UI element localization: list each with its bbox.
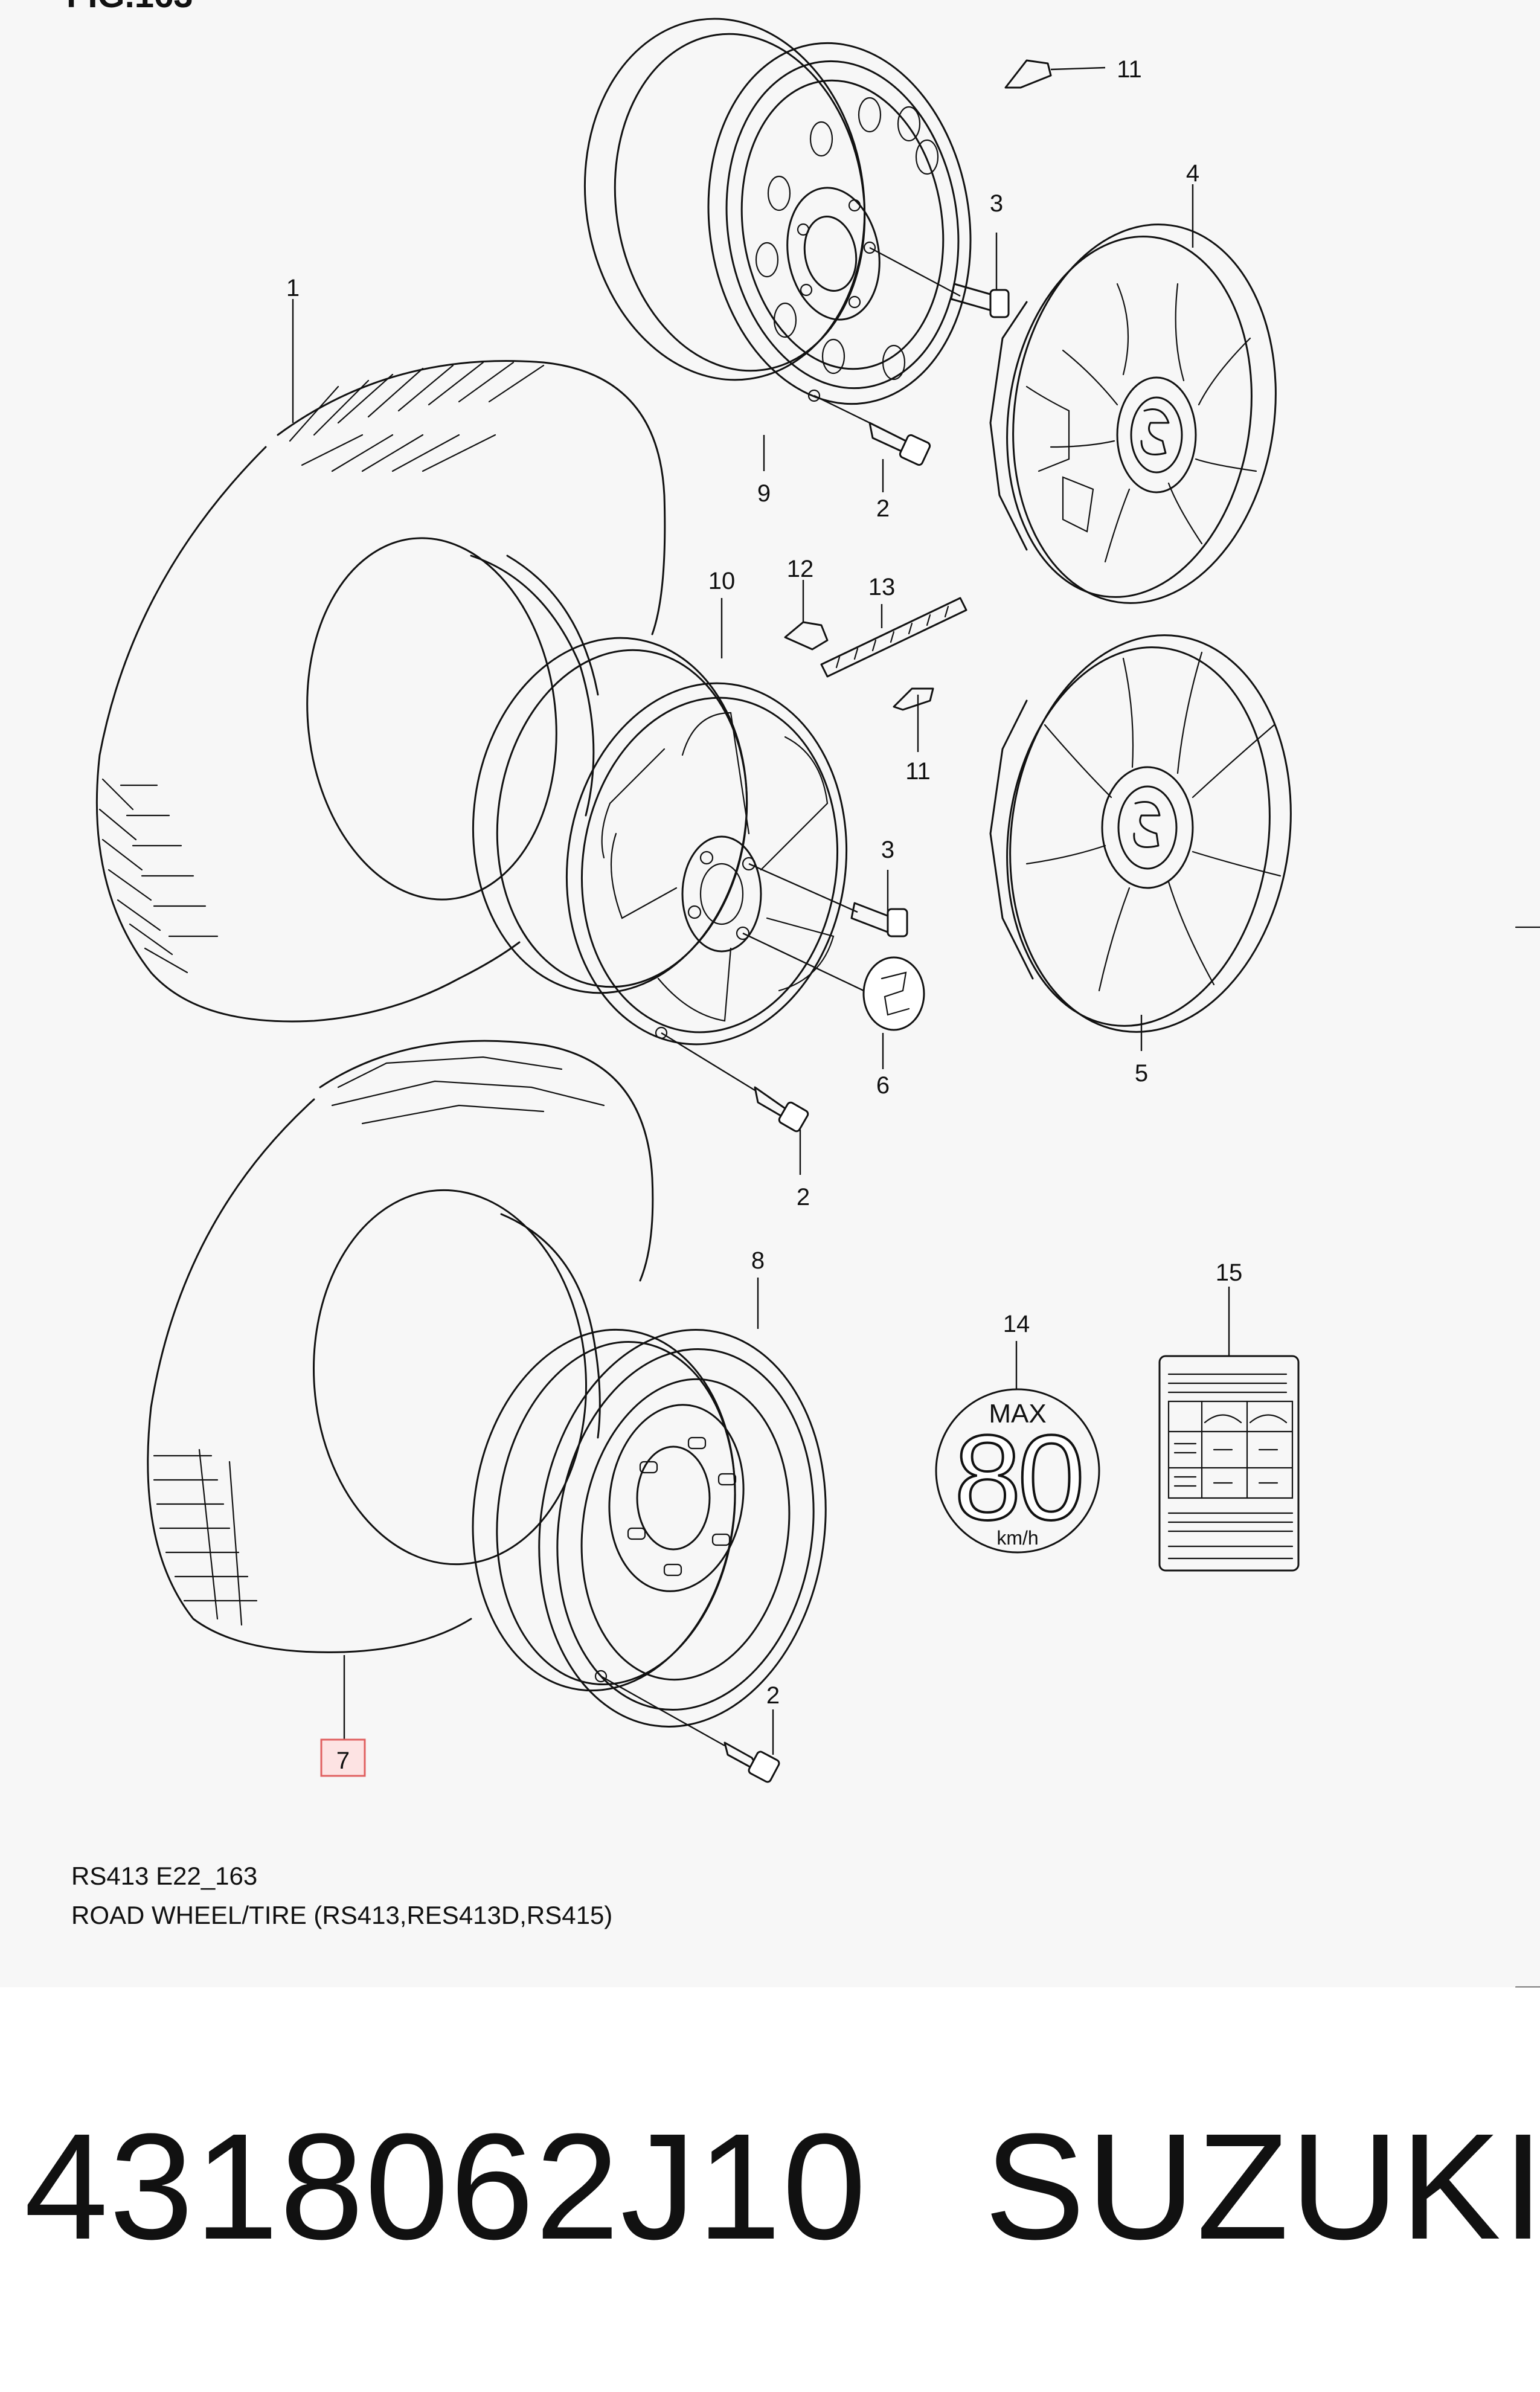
callout-2-top: 2 xyxy=(876,495,890,522)
wheel-cover-upper-illustration xyxy=(989,223,1277,604)
callout-5: 5 xyxy=(1135,1060,1148,1087)
alloy-wheel-illustration xyxy=(472,637,848,1046)
callout-3-top: 3 xyxy=(990,190,1003,217)
callout-2-bottom: 2 xyxy=(766,1682,780,1709)
callout-8: 8 xyxy=(751,1247,765,1274)
callout-7-highlight[interactable] xyxy=(320,1738,366,1777)
speed-label-value: 80 xyxy=(954,1410,1081,1545)
wheel-cover-lower-illustration xyxy=(989,634,1292,1033)
speed-limit-label: MAX 80 km/h xyxy=(935,1388,1100,1554)
diagram-sheet: FIG.163 xyxy=(66,0,1540,1987)
tire-upper-illustration xyxy=(95,360,666,1023)
callout-15: 15 xyxy=(1216,1259,1243,1286)
callout-9: 9 xyxy=(757,480,771,507)
balance-weight-clip-illustration xyxy=(1004,59,1052,89)
callout-1: 1 xyxy=(286,275,300,301)
exploded-parts-diagram: FIG.163 xyxy=(66,0,1540,1987)
center-cap-illustration xyxy=(742,932,925,1031)
callout-14: 14 xyxy=(1003,1311,1030,1337)
spare-wheel-illustration xyxy=(472,1328,827,1728)
diagram-code: RS413 E22_163 xyxy=(71,1862,257,1890)
figure-header: FIG.163 xyxy=(66,0,193,15)
balance-weight-strip-illustration xyxy=(820,597,967,678)
callout-10: 10 xyxy=(708,568,736,594)
callout-7[interactable]: 7 xyxy=(336,1747,350,1774)
lug-bolt-illustration xyxy=(869,246,1010,318)
callout-3-middle: 3 xyxy=(881,837,894,863)
valve-stem-illustration-3 xyxy=(600,1675,780,1783)
tpms-sensor-illustration xyxy=(784,621,829,651)
valve-stem-illustration-2 xyxy=(661,1032,809,1133)
part-banner: 4318062J10 SUZUKI xyxy=(24,2096,1540,2277)
speed-label-unit: km/h xyxy=(996,1527,1038,1549)
callout-13: 13 xyxy=(868,574,896,600)
lug-bolt-illustration-2 xyxy=(748,863,908,937)
tire-pressure-placard xyxy=(1158,1355,1300,1572)
diagram-title: ROAD WHEEL/TIRE (RS413,RES413D,RS415) xyxy=(71,1901,612,1929)
brand-name: SUZUKI xyxy=(984,2102,1540,2271)
part-number: 4318062J10 xyxy=(24,2102,868,2271)
speed-label-max: MAX xyxy=(989,1399,1046,1429)
tire-lower-illustration xyxy=(147,1040,654,1653)
callout-11-top: 11 xyxy=(1117,56,1142,83)
callout-11-middle: 11 xyxy=(905,758,931,785)
callout-12: 12 xyxy=(787,556,814,582)
callout-2-middle: 2 xyxy=(797,1184,810,1210)
steel-wheel-illustration xyxy=(583,18,972,405)
balance-weight-clip-illustration-2 xyxy=(893,687,934,711)
callout-4: 4 xyxy=(1186,160,1199,187)
valve-stem-illustration xyxy=(813,394,931,466)
callout-6: 6 xyxy=(876,1072,890,1099)
